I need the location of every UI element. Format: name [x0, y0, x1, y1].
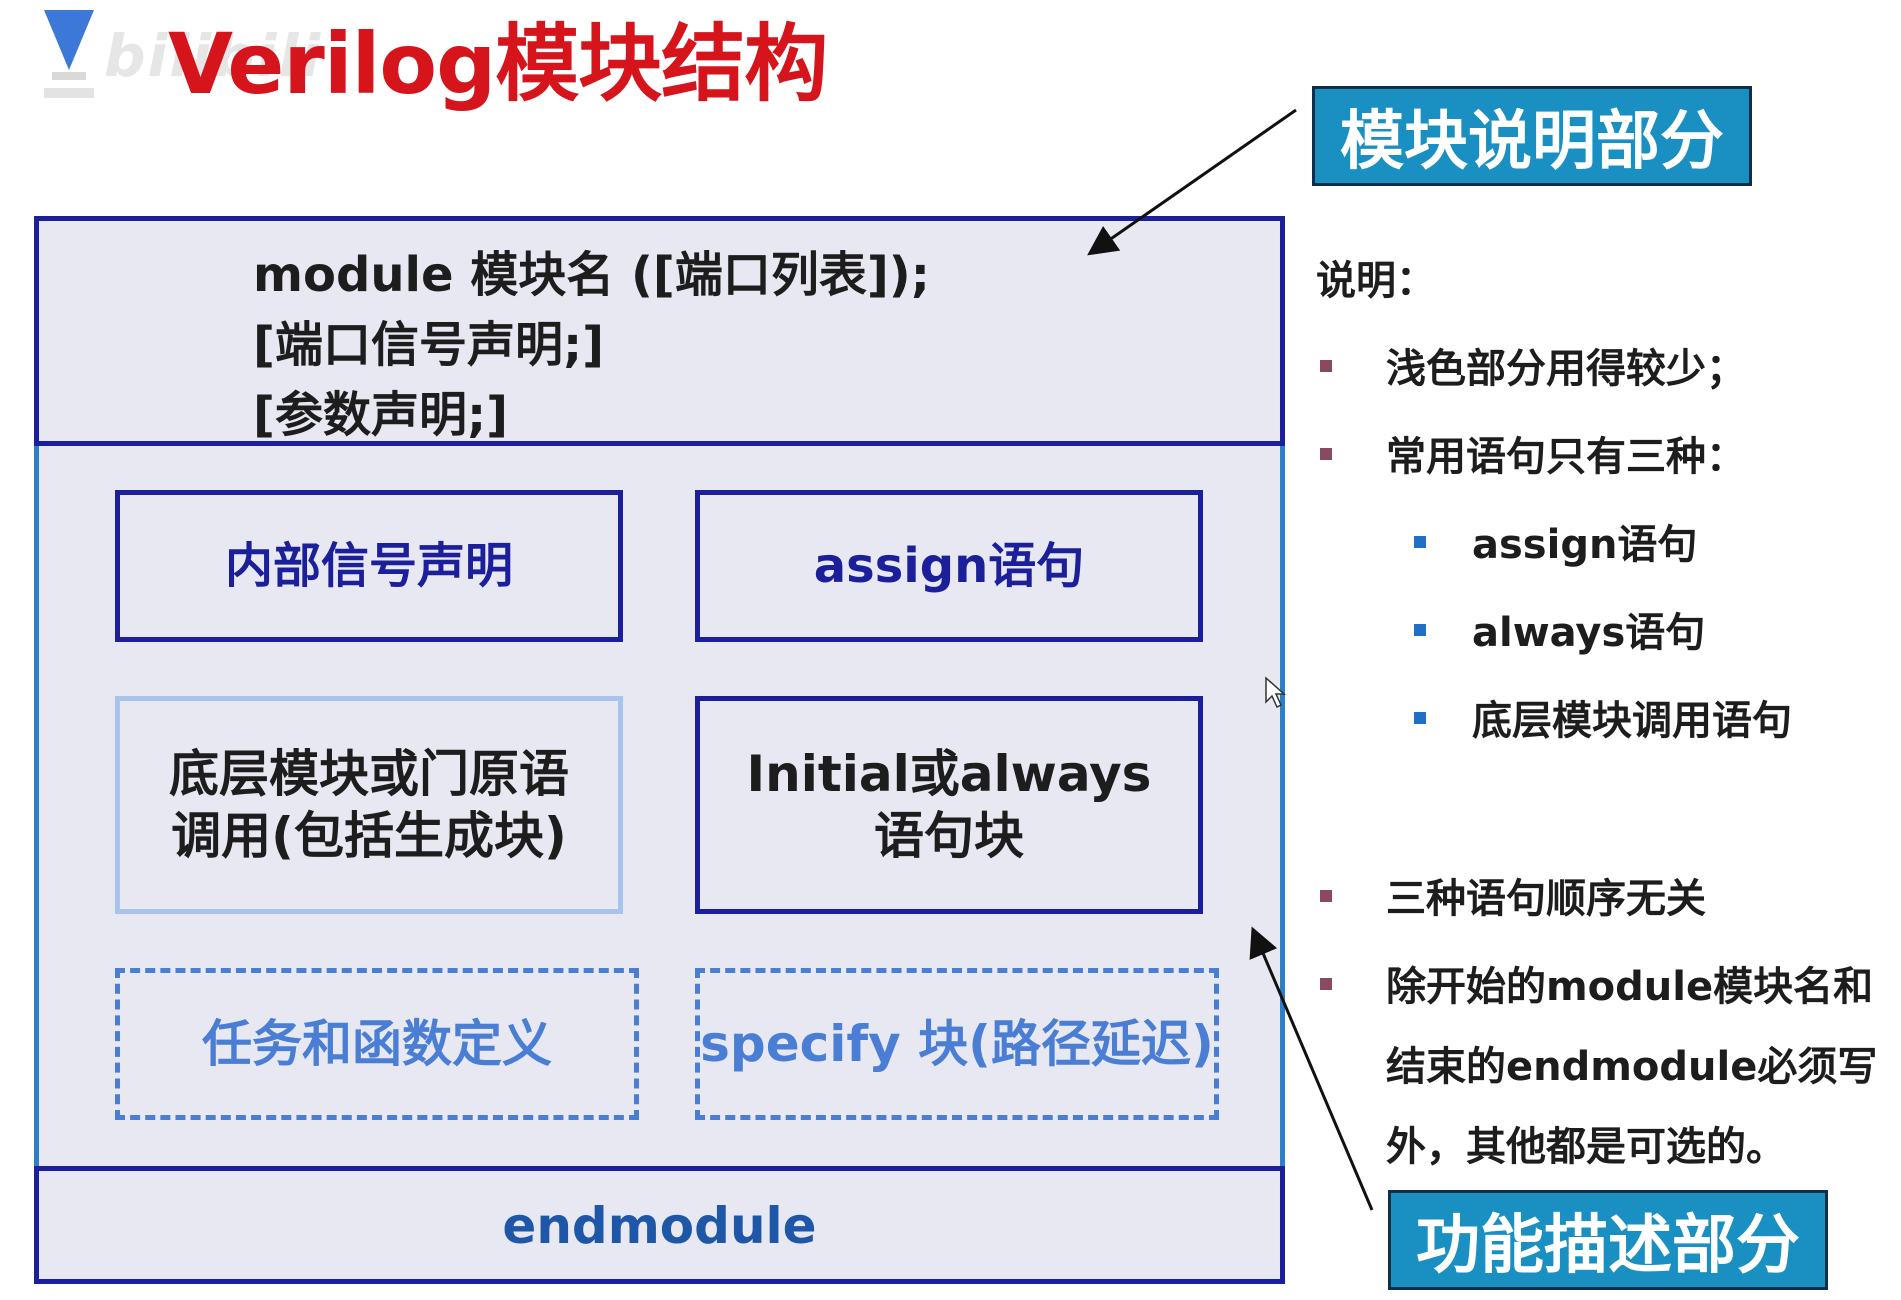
initial-always-label-line2: 语句块 [873, 807, 1024, 865]
function-description-section: 内部信号声明 assign语句 底层模块或门原语 调用(包括生成块) Initi… [34, 446, 1285, 1168]
task-function-box: 任务和函数定义 [115, 968, 639, 1120]
assign-label: assign语句 [813, 538, 1085, 594]
internal-signal-box: 内部信号声明 [115, 490, 623, 642]
function-callout: 功能描述部分 [1388, 1190, 1828, 1290]
instantiation-label-line2: 调用(包括生成块) [171, 807, 567, 865]
note-item-3: 三种语句顺序无关 [1386, 876, 1706, 922]
bullet-square-icon [1320, 448, 1332, 460]
instantiation-box: 底层模块或门原语 调用(包括生成块) [115, 696, 623, 914]
assign-box: assign语句 [695, 490, 1203, 642]
endmodule-section: endmodule [34, 1166, 1285, 1284]
port-declaration-line: [端口信号声明;] [253, 317, 605, 373]
bilibili-watermark: bilibili [104, 22, 323, 90]
bullet-square-icon [1414, 712, 1426, 724]
note-item-2: 常用语句只有三种： [1386, 434, 1746, 480]
bullet-square-icon [1414, 624, 1426, 636]
bullet-square-icon [1414, 536, 1426, 548]
module-declaration-section: module 模块名 ([端口列表]); [端口信号声明;] [参数声明;] [34, 216, 1285, 446]
note-sub-2: always语句 [1472, 610, 1706, 656]
endmodule-label: endmodule [502, 1197, 817, 1255]
note-item-4-line1: 除开始的module模块名和 [1386, 964, 1874, 1010]
bullet-square-icon [1320, 890, 1332, 902]
bullet-square-icon [1320, 360, 1332, 372]
page-title: Verilog模块结构 [168, 15, 828, 113]
task-function-label: 任务和函数定义 [202, 1014, 552, 1073]
note-item-4-line2: 结束的endmodule必须写 [1386, 1044, 1878, 1090]
specify-label: specify 块(路径延迟) [700, 1014, 1214, 1073]
instantiation-label-line1: 底层模块或门原语 [169, 744, 569, 803]
bilibili-logo-icon [44, 10, 94, 98]
declaration-callout: 模块说明部分 [1312, 86, 1752, 186]
function-arrow [1249, 926, 1374, 1211]
mouse-cursor-icon [1265, 676, 1286, 709]
parameter-declaration-line: [参数声明;] [253, 387, 509, 443]
note-sub-3: 底层模块调用语句 [1472, 698, 1792, 744]
note-sub-1: assign语句 [1472, 522, 1698, 568]
internal-signal-label: 内部信号声明 [224, 538, 513, 594]
module-header-line: module 模块名 ([端口列表]); [253, 247, 930, 303]
declaration-arrow [1087, 108, 1297, 256]
note-item-1: 浅色部分用得较少； [1386, 346, 1746, 392]
notes-heading: 说明： [1316, 258, 1436, 304]
initial-always-box: Initial或always 语句块 [695, 696, 1203, 914]
specify-box: specify 块(路径延迟) [695, 968, 1219, 1120]
note-item-4-line3: 外，其他都是可选的。 [1386, 1124, 1786, 1170]
bullet-square-icon [1320, 978, 1332, 990]
initial-always-label-line1: Initial或always [746, 744, 1152, 803]
